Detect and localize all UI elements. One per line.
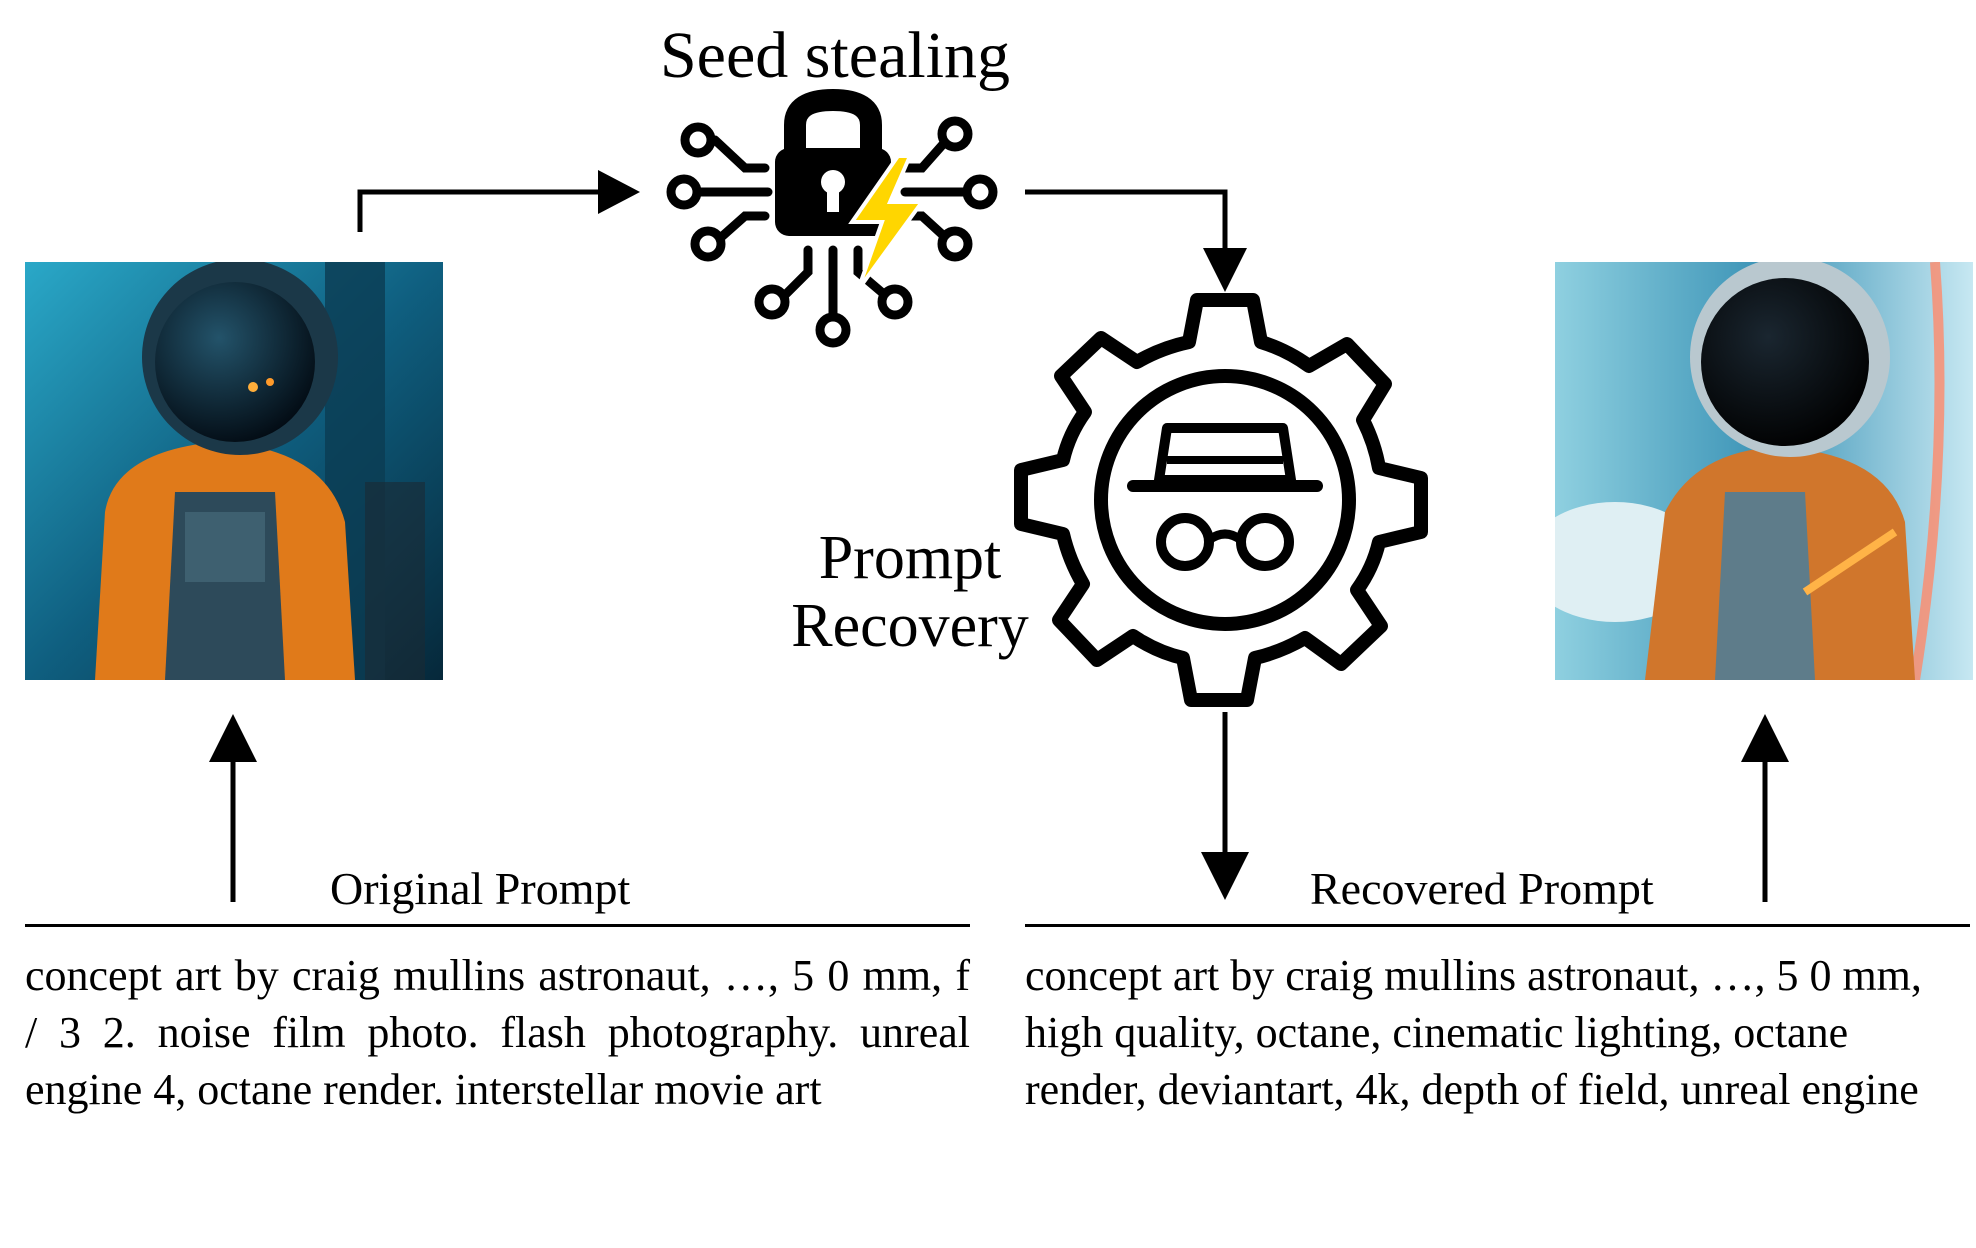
recovered-prompt-rule bbox=[1025, 924, 1970, 927]
arrow-seed-to-recovery bbox=[1025, 189, 1247, 292]
gear-incognito-icon bbox=[1014, 293, 1428, 707]
prompt-recovery-title-line1: Prompt bbox=[818, 524, 1002, 592]
original-image bbox=[25, 262, 443, 680]
recovered-prompt-text: concept art by craig mullins astronaut, … bbox=[1025, 951, 1922, 1114]
recovered-prompt-title: Recovered Prompt bbox=[1310, 863, 1654, 914]
prompt-recovery-title-line2: Recovery bbox=[791, 592, 1029, 660]
arrow-recovery-to-prompt bbox=[1201, 712, 1249, 900]
arrow-prompt-to-original-image bbox=[209, 714, 257, 902]
original-prompt-title: Original Prompt bbox=[330, 863, 631, 914]
original-prompt-rule bbox=[25, 924, 970, 927]
prompt-recovery-title: Prompt Recovery bbox=[760, 524, 1060, 660]
lock-circuit-lightning-icon bbox=[666, 88, 998, 348]
arrow-prompt-to-recovered-image bbox=[1741, 714, 1789, 902]
recovered-image bbox=[1555, 262, 1973, 680]
seed-stealing-title: Seed stealing bbox=[659, 19, 1011, 92]
arrow-image-to-seed bbox=[357, 170, 640, 232]
original-prompt-text: concept art by craig mullins astronaut, … bbox=[25, 951, 970, 1114]
